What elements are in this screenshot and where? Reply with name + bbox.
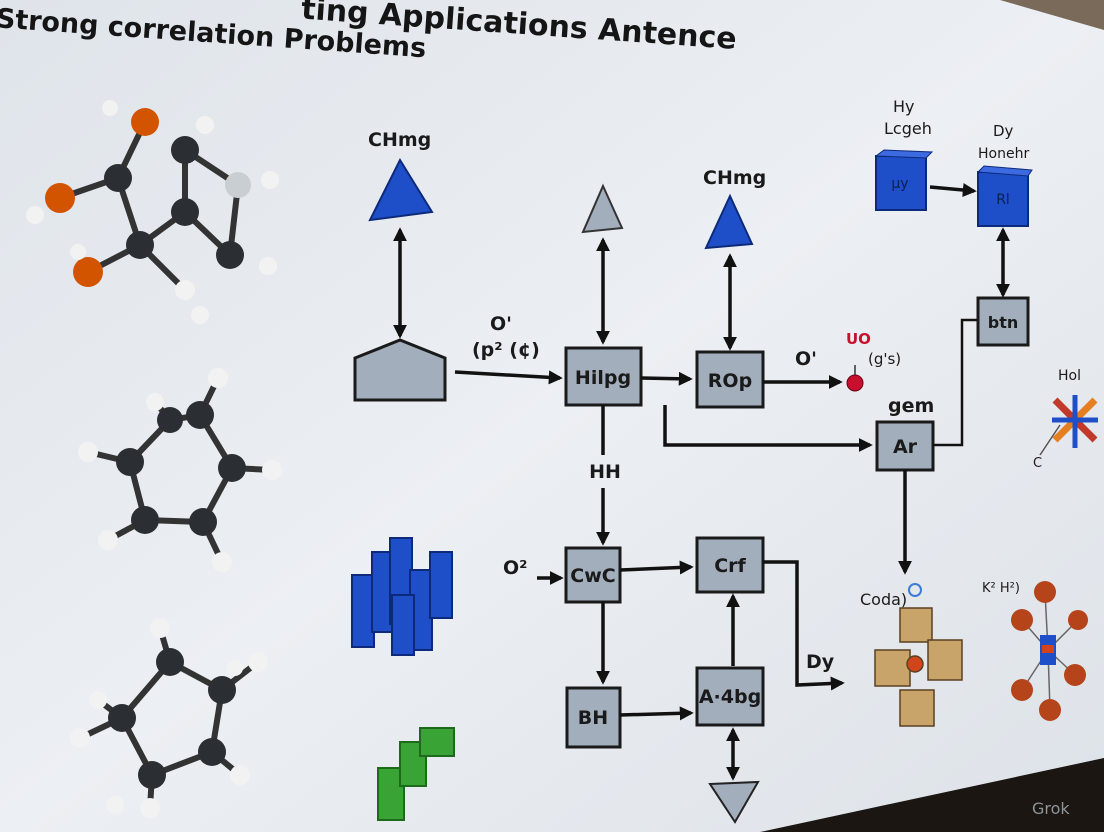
dy-label: Dy <box>806 651 835 673</box>
box-crf-label: Crf <box>714 555 746 577</box>
arrow <box>929 183 977 197</box>
molecule-ball-stick-1 <box>26 100 279 324</box>
o2-label: O² <box>503 557 527 579</box>
box-rop-label: ROp <box>708 370 752 392</box>
arrow <box>454 370 563 385</box>
arrow <box>619 560 694 575</box>
blue-cube-1-text: μy <box>891 176 908 192</box>
connector <box>933 318 978 447</box>
pentagon-node <box>353 338 447 402</box>
input-label-top: O' <box>490 313 512 335</box>
blue-cube-2: Rl <box>976 165 1033 227</box>
box-hilpg-label: Hilpg <box>575 367 631 389</box>
blue-ring-icon <box>908 583 922 597</box>
arrow <box>640 371 693 386</box>
green-block-stack <box>377 727 455 821</box>
molecule-hexagon <box>78 368 282 572</box>
coda-label: Coda) <box>860 590 907 609</box>
blue-cube-1-bottom: Lcgeh <box>884 119 932 138</box>
box-cwc-label: CwC <box>570 565 615 587</box>
blue-triangle-icon <box>368 157 434 222</box>
box-ar-label: Ar <box>893 436 918 458</box>
watermark: Grok <box>1032 799 1070 818</box>
ar-label: gem <box>888 395 934 417</box>
box-a4bg-label: A·4bg <box>699 686 761 708</box>
hol-label: Hol <box>1058 368 1081 384</box>
k2h2-label: K² H²) <box>982 581 1020 596</box>
tan-cube-cluster <box>874 607 963 727</box>
screen-edge <box>1000 0 1104 30</box>
box-btn-label: btn <box>988 313 1019 332</box>
mid-triangle-label: CHmg <box>703 167 766 189</box>
gray-triangle-icon <box>581 183 624 234</box>
blue-cube-1-top: Hy <box>893 97 915 116</box>
blue-cube-2-top: Dy <box>993 122 1014 140</box>
box-crf <box>695 536 765 594</box>
blue-cube-2-text: Rl <box>996 192 1010 208</box>
box-rop <box>695 350 765 409</box>
blue-triangle-icon <box>704 193 754 250</box>
red-node-sub: (g's) <box>868 350 901 368</box>
arrow <box>763 560 845 691</box>
molecule-pentagon <box>70 618 268 818</box>
left-triangle-label: CHmg <box>368 129 431 151</box>
box-bh <box>565 686 622 749</box>
box-ar <box>875 420 935 472</box>
box-a4bg <box>695 666 765 727</box>
box-cwc <box>564 546 622 604</box>
blue-cube-2-bottom: Honehr <box>978 146 1029 162</box>
hol-molecule-icon <box>1039 395 1098 456</box>
red-node <box>846 374 864 392</box>
inverted-triangle-node <box>708 780 760 824</box>
box-btn <box>976 296 1030 347</box>
red-node-label: UO <box>846 330 871 348</box>
blue-block-stack <box>351 537 453 656</box>
hol-sub: C <box>1033 456 1042 471</box>
arrow <box>619 706 694 721</box>
k2h2-molecule-icon <box>1011 581 1088 721</box>
input-label-bottom: (p² (¢) <box>472 339 540 361</box>
output-label: O' <box>795 348 817 370</box>
arrow <box>663 405 873 452</box>
screen-bezel <box>760 758 1104 832</box>
blue-cube-1: μy <box>874 149 934 211</box>
hh-label: HH <box>589 461 621 483</box>
box-bh-label: BH <box>578 707 608 729</box>
